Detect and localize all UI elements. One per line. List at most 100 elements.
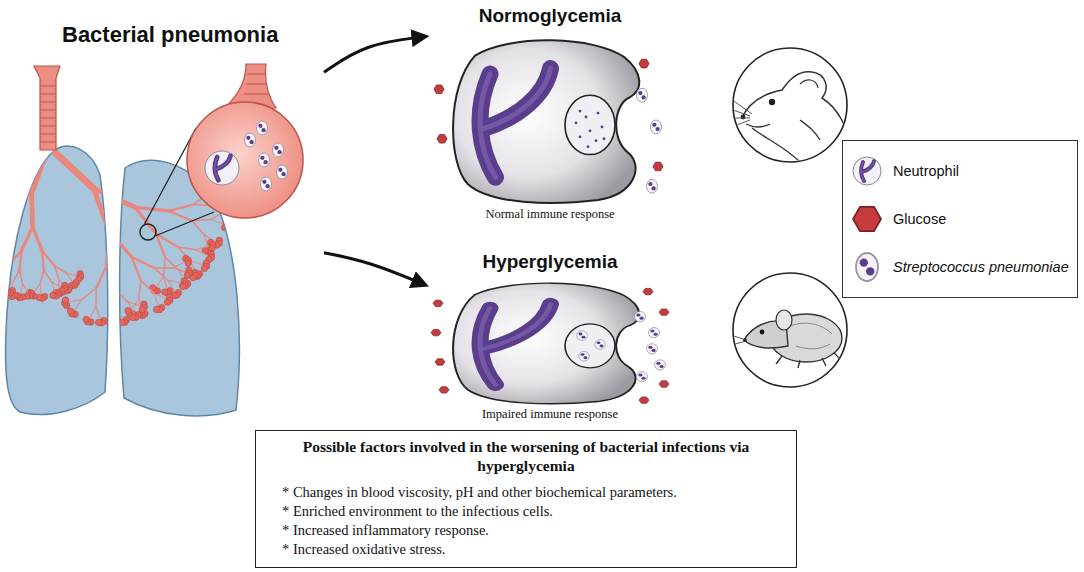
condition-panel: HyperglycemiaImpaired immune response — [430, 250, 670, 422]
alveolus-cluster — [130, 314, 136, 320]
bacterium-capsule — [649, 328, 660, 338]
bronchus — [128, 302, 134, 314]
glucose-molecule — [643, 288, 653, 294]
streptococcus-icon — [595, 340, 605, 350]
bronchus — [132, 257, 141, 280]
neutrophil-illustration — [430, 28, 670, 206]
bronchus — [109, 231, 131, 257]
coccus — [262, 180, 266, 184]
nucleus-highlight — [480, 304, 550, 385]
glucose-molecule — [639, 59, 649, 68]
neutrophil — [434, 40, 663, 203]
flow-arrow — [324, 37, 424, 72]
alveolus — [187, 102, 303, 218]
bacterium-capsule — [651, 120, 662, 134]
bronchus — [68, 300, 81, 303]
alveolus-cluster — [62, 297, 68, 303]
mouse-nose — [741, 115, 746, 120]
digested-bacteria — [601, 126, 604, 129]
bullet-item: * Enriched environment to the infectious… — [282, 502, 780, 521]
coccus — [638, 91, 642, 95]
digested-bacteria — [575, 122, 578, 125]
bacterium-capsule — [856, 253, 878, 281]
mouse-eye — [769, 99, 775, 105]
legend-icon — [847, 151, 887, 191]
bronchus — [112, 308, 116, 321]
bronchus — [40, 284, 42, 295]
bronchus — [173, 262, 185, 268]
glucose-molecule — [431, 329, 441, 335]
coccus — [578, 333, 582, 336]
alveolus-cluster — [223, 219, 229, 225]
coccus — [278, 150, 282, 154]
bronchus — [9, 251, 22, 266]
legend-label: Streptococcus pneumoniae — [893, 259, 1069, 275]
bronchus — [6, 279, 9, 289]
coccus — [648, 182, 652, 186]
coccus — [264, 160, 268, 164]
bronchus — [211, 213, 223, 220]
neutrophil-icon — [853, 157, 881, 185]
alveolus-cluster — [96, 319, 102, 325]
alveolus-cluster — [4, 289, 10, 295]
bronchus — [211, 220, 224, 225]
mouse-drawing — [728, 310, 844, 392]
alveolus-cluster — [164, 299, 170, 305]
mouse-ear — [800, 80, 818, 88]
digested-bacteria — [579, 135, 582, 138]
bronchus — [0, 265, 9, 272]
coccus — [278, 168, 282, 172]
coccus — [636, 313, 640, 316]
nucleus — [480, 69, 550, 178]
bullet-item: * Changes in blood viscosity, pH and oth… — [282, 483, 780, 502]
legend-icon — [847, 199, 887, 239]
coccus — [250, 140, 254, 144]
bacterium-capsule — [245, 133, 256, 147]
bullet-item: * Increased oxidative stress. — [282, 540, 780, 559]
alveolus-cluster — [67, 308, 73, 314]
coccus — [580, 353, 584, 356]
legend-icon — [847, 247, 887, 287]
bronchus — [116, 308, 123, 320]
response-caption: Impaired immune response — [430, 406, 670, 422]
coccus — [600, 344, 604, 347]
bronchus — [169, 211, 192, 221]
factors-box: Possible factors involved in the worseni… — [255, 430, 797, 568]
coccus — [652, 123, 656, 127]
streptococcus-icon — [277, 165, 288, 179]
bacterium-capsule — [635, 311, 646, 321]
coccus — [652, 349, 656, 352]
zoom-callout — [140, 64, 303, 240]
bronchus — [93, 188, 109, 231]
coccus — [638, 374, 642, 377]
bronchus — [20, 270, 23, 284]
bronchus — [169, 205, 193, 211]
digested-bacteria — [603, 137, 606, 140]
nucleus — [861, 161, 874, 181]
bacterium-capsule — [647, 179, 658, 193]
bronchus — [82, 288, 97, 300]
glucose-molecule — [439, 387, 449, 393]
coccus — [266, 184, 270, 188]
phagosome — [565, 95, 615, 154]
coccus — [648, 346, 652, 349]
bronchus — [196, 246, 209, 250]
alveolus-cluster — [184, 272, 190, 278]
trachea — [34, 66, 60, 150]
streptococcus-icon — [579, 351, 589, 361]
bacterium-capsule — [655, 360, 666, 370]
mouse-ground — [733, 273, 847, 387]
mouse-ear — [776, 310, 792, 330]
flow-arrow — [324, 253, 424, 285]
alveolus-cluster — [180, 283, 186, 289]
alveolus-cluster — [185, 260, 191, 266]
bronchus — [154, 293, 159, 306]
streptococcus-icon — [257, 121, 268, 135]
alveolus-cluster — [0, 281, 3, 287]
bronchus — [107, 265, 115, 289]
streptococcus-icon — [637, 372, 648, 382]
bronchus — [90, 307, 96, 319]
digested-bacteria — [595, 139, 598, 142]
streptococcus-icon — [635, 311, 646, 321]
streptococcus-icon — [261, 177, 272, 191]
